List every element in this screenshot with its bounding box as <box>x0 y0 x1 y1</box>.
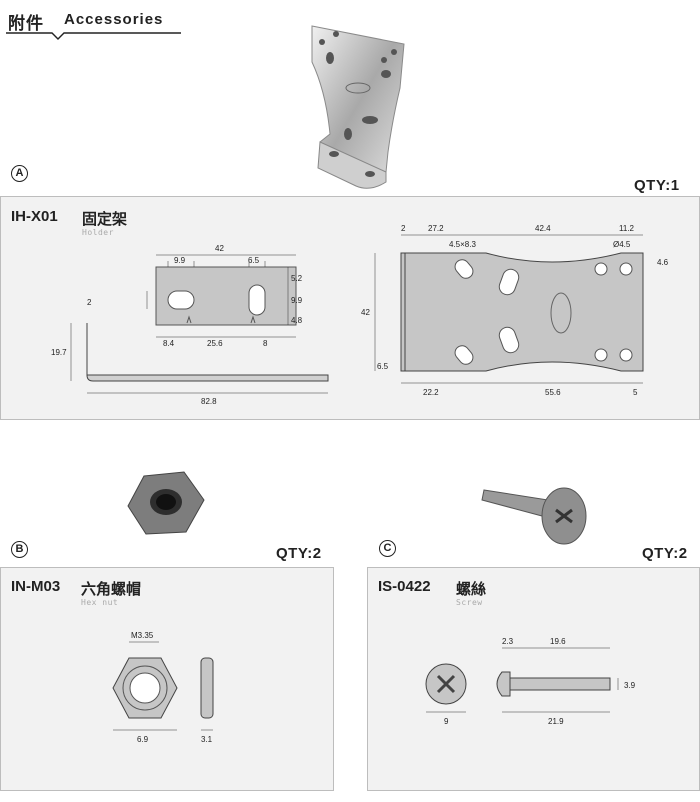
header-underline <box>6 32 181 40</box>
dim-screw-total: 21.9 <box>548 717 564 726</box>
part-name-cn-b: 六角螺帽 <box>81 581 142 598</box>
dim-nut-thread: M3.35 <box>131 631 154 640</box>
dim-side-len: 82.8 <box>201 397 217 406</box>
dim-screw-head-h: 2.3 <box>502 637 514 646</box>
holder-side-drawing: 42 9.9 6.5 5.2 9.9 4.8 8.4 25.6 8 2 19.7… <box>51 244 329 406</box>
part-code-c: IS-0422 <box>378 578 431 595</box>
holder-top-drawing: 2 27.2 42.4 11.2 4.5×8.3 Ø4.5 4.6 42 6.5… <box>361 224 669 397</box>
part-name-en-c: Screw <box>456 598 483 607</box>
dim-side-height: 19.7 <box>51 348 67 357</box>
dim-side-h: 8 <box>263 339 268 348</box>
dim-side-f: 8.4 <box>163 339 175 348</box>
part-name-cn-a: 固定架 <box>82 211 128 228</box>
screw-photo <box>481 487 587 545</box>
section-title-en: Accessories <box>64 11 164 28</box>
marker-a: A <box>11 165 28 182</box>
dim-top-g: 55.6 <box>545 388 561 397</box>
hex-nut-drawing: M3.35 6.9 3.1 <box>112 631 214 744</box>
part-name-en-b: Hex nut <box>81 598 119 607</box>
qty-c: QTY:2 <box>642 545 688 562</box>
screw-drawing: 9 2.3 19.6 3.9 21.9 <box>425 637 636 726</box>
dim-nut-width: 6.9 <box>137 735 149 744</box>
panel-holder: IH-X01 固定架 Holder 42 9.9 6.5 5.2 9.9 4.8… <box>0 196 700 420</box>
dim-nut-thick: 3.1 <box>201 735 213 744</box>
dim-top-slot: 4.5×8.3 <box>449 240 476 249</box>
dim-top-c: 11.2 <box>619 224 635 233</box>
dim-side-b: 6.5 <box>248 256 260 265</box>
dim-screw-dia: 3.9 <box>624 681 636 690</box>
bracket-photo <box>311 25 405 189</box>
part-code-b: IN-M03 <box>11 578 61 595</box>
marker-b: B <box>11 541 28 558</box>
dim-side-g: 25.6 <box>207 339 223 348</box>
dim-top-hole: Ø4.5 <box>613 240 631 249</box>
part-name-cn-c: 螺絲 <box>456 581 487 598</box>
part-code-a: IH-X01 <box>11 208 58 225</box>
marker-c: C <box>379 540 396 557</box>
part-name-en-a: Holder <box>82 228 114 237</box>
dim-side-e: 4.8 <box>291 316 303 325</box>
dim-top-f: 22.2 <box>423 388 439 397</box>
dim-top-t: 2 <box>401 224 406 233</box>
qty-b: QTY:2 <box>276 545 322 562</box>
dim-top-e: 6.5 <box>377 362 389 371</box>
dim-side-d: 9.9 <box>291 296 303 305</box>
dim-side-w1: 42 <box>215 244 224 253</box>
dim-top-d: 4.6 <box>657 258 669 267</box>
qty-a: QTY:1 <box>634 177 680 194</box>
dim-top-k: 5 <box>633 388 638 397</box>
hex-nut-photo <box>127 471 205 535</box>
panel-hex-nut: IN-M03 六角螺帽 Hex nut M3.35 6.9 3.1 <box>0 567 334 791</box>
dim-top-a: 27.2 <box>428 224 444 233</box>
dim-side-a: 9.9 <box>174 256 186 265</box>
dim-screw-shank: 19.6 <box>550 637 566 646</box>
panel-screw: IS-0422 螺絲 Screw 9 2.3 19.6 3.9 21.9 <box>367 567 700 791</box>
dim-side-t: 2 <box>87 298 92 307</box>
dim-top-h: 42 <box>361 308 370 317</box>
dim-side-c: 5.2 <box>291 274 303 283</box>
dim-top-b: 42.4 <box>535 224 551 233</box>
section-title-cn: 附件 <box>8 14 44 33</box>
dim-screw-head-d: 9 <box>444 717 449 726</box>
